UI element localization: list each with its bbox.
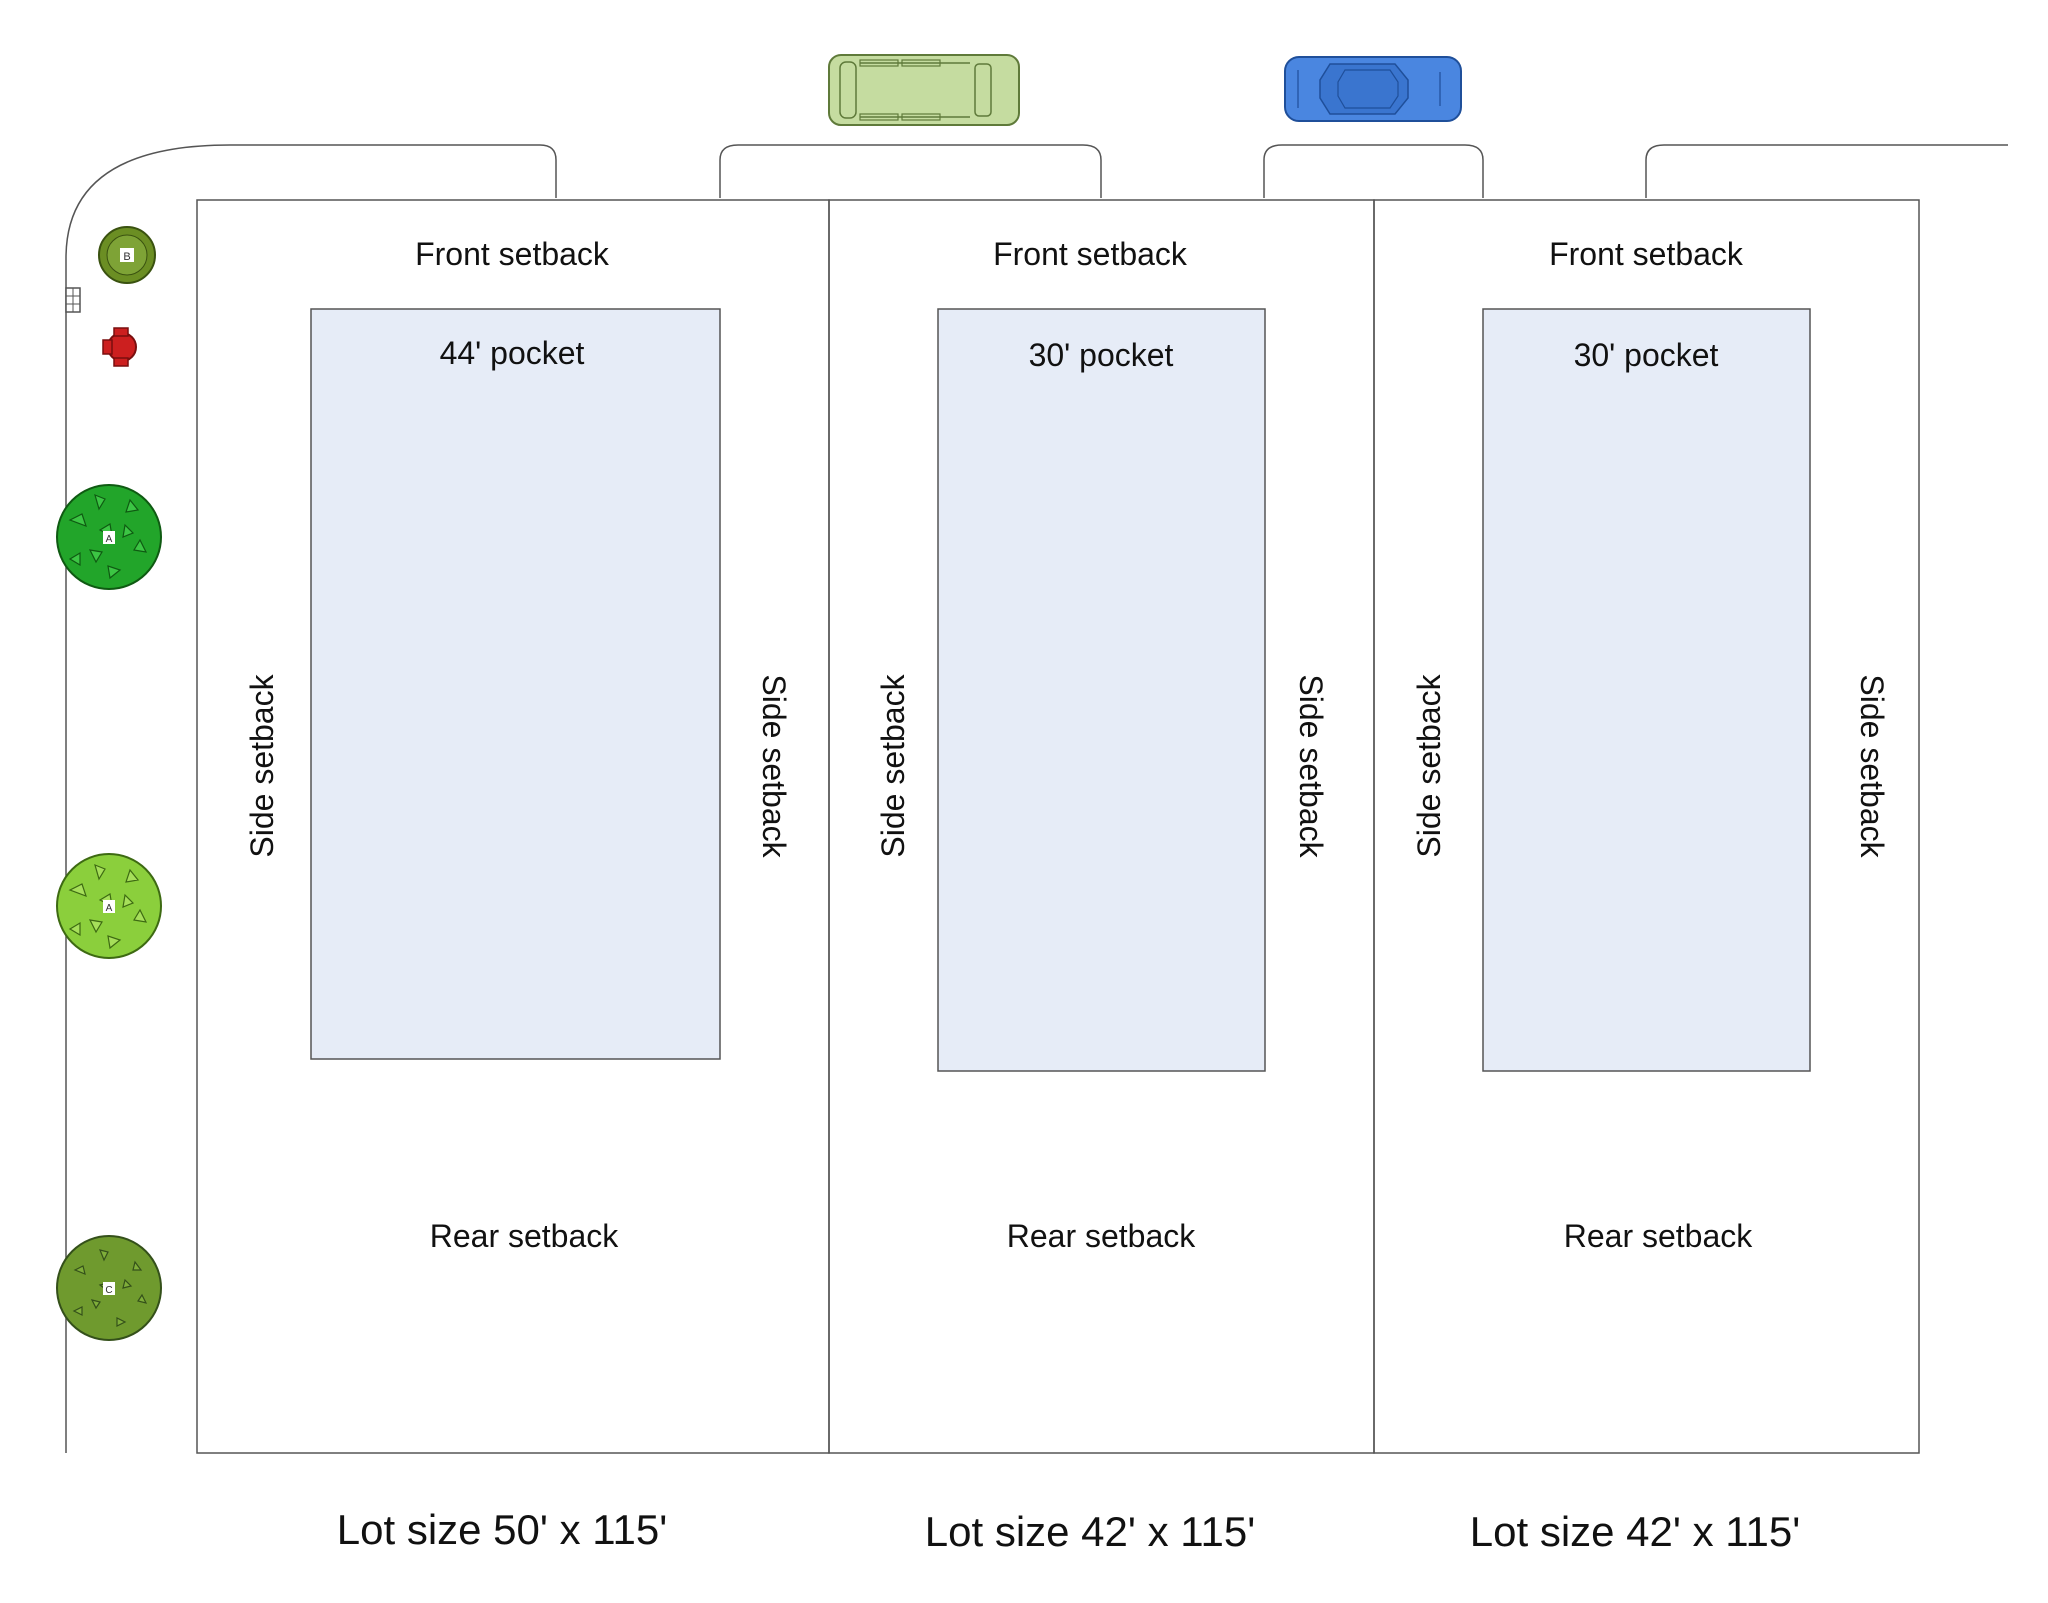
lot-3-boundary: [1373, 199, 1920, 1454]
lot-3-size-label: Lot size 42' x 115': [1469, 1508, 1801, 1555]
pocket-3: [1482, 308, 1811, 1072]
tree-a-dark-icon: A: [56, 484, 162, 590]
car-icon: [1284, 56, 1462, 122]
van-icon: [828, 54, 1020, 126]
lot-2-size-label: Lot size 42' x 115': [924, 1508, 1256, 1555]
hydrant-icon: [102, 327, 137, 367]
lot-1-side-setback-left-label: Side setback: [244, 674, 280, 858]
svg-text:A: A: [106, 534, 113, 545]
lot-1-rear-setback-label: Rear setback: [429, 1218, 619, 1254]
svg-text:B: B: [123, 251, 130, 263]
tree-c-icon: C: [56, 1235, 162, 1341]
driveway-curb-2: [1263, 144, 1484, 198]
lot-2-side-setback-right-label: Side setback: [1293, 674, 1329, 858]
lot-3-side-setback-left-label: Side setback: [1411, 674, 1447, 858]
grate-icon: [65, 287, 81, 313]
tree-b-icon: B: [98, 226, 156, 284]
pocket-2: [937, 308, 1266, 1072]
lot-1-pocket-label: 44' pocket: [439, 335, 585, 371]
lot-2-rear-setback-label: Rear setback: [1006, 1218, 1196, 1254]
lot-1-side-setback-right-label: Side setback: [756, 674, 792, 858]
curb-line: [65, 144, 557, 1453]
lot-1-size-label: Lot size 50' x 115': [336, 1506, 668, 1553]
driveway-curb-3: [1645, 144, 2008, 198]
lot-3-pocket-label: 30' pocket: [1573, 337, 1719, 373]
lot-2-side-setback-left-label: Side setback: [875, 674, 911, 858]
driveway-curb-1: [719, 144, 1102, 198]
lot-3-side-setback-right-label: Side setback: [1854, 674, 1890, 858]
lot-3-front-setback-label: Front setback: [1549, 236, 1743, 272]
lot-2-front-setback-label: Front setback: [993, 236, 1187, 272]
lot-1-front-setback-label: Front setback: [415, 236, 609, 272]
svg-text:A: A: [106, 903, 113, 914]
lot-2-pocket-label: 30' pocket: [1028, 337, 1174, 373]
lot-3-rear-setback-label: Rear setback: [1563, 1218, 1753, 1254]
tree-a-light-icon: A: [56, 853, 162, 959]
svg-text:C: C: [105, 1285, 112, 1296]
pocket-1: [310, 308, 721, 1060]
